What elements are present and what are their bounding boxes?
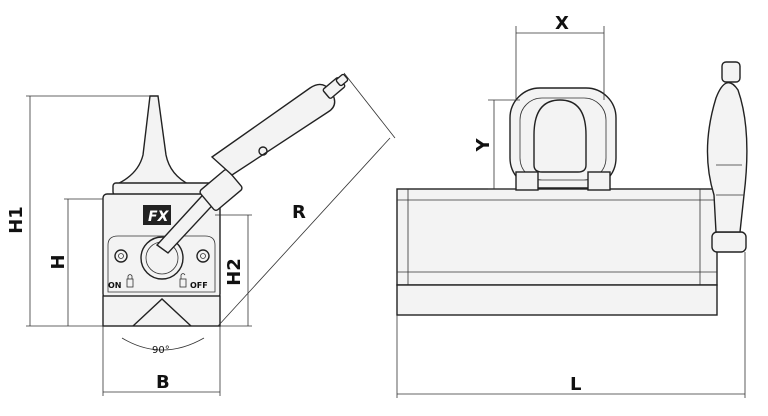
- h-label: H: [48, 254, 69, 269]
- dim-h2: H2: [215, 214, 252, 327]
- h1-label: H1: [6, 206, 27, 234]
- bolt-left-icon: [114, 249, 128, 263]
- front-view: X Y L: [396, 13, 748, 398]
- logo-badge: [143, 205, 171, 225]
- dim-b: B: [102, 326, 221, 396]
- lever-arm: [155, 73, 349, 254]
- ring-foot-right: [587, 171, 611, 191]
- r-label: R: [292, 202, 306, 223]
- dim-h1: H1: [6, 95, 150, 327]
- front-base: [396, 284, 718, 316]
- logo-text: FX: [148, 209, 170, 225]
- lever-collar: [199, 168, 243, 212]
- y-label: Y: [473, 138, 494, 153]
- lever-end-cap: [335, 73, 349, 87]
- dim-r: R: [217, 72, 396, 327]
- lifting-fin: [114, 95, 191, 186]
- lifting-ring-inner: [519, 97, 607, 181]
- ring-foot-left: [515, 171, 539, 191]
- lever-grip: [210, 83, 336, 176]
- on-label: ON: [108, 281, 122, 290]
- front-lever-base: [711, 231, 747, 253]
- grip-screw-icon: [258, 146, 268, 156]
- front-panel: [107, 235, 216, 293]
- l-label: L: [570, 374, 581, 395]
- off-label: OFF: [190, 281, 208, 290]
- dim-h: H: [48, 198, 103, 326]
- front-lever-tip: [721, 61, 741, 83]
- angle-arc: [121, 337, 205, 351]
- dim-l: L: [396, 252, 746, 398]
- b-label: B: [156, 372, 170, 393]
- bolt-left-center: [118, 253, 124, 259]
- angle-label: 90°: [152, 345, 170, 356]
- lock-open-shackle: [180, 273, 186, 279]
- lock-closed-shackle: [127, 274, 133, 279]
- v-groove: [132, 298, 192, 327]
- dim-angle: 90°: [121, 337, 205, 356]
- r-ext-top: [343, 72, 396, 139]
- bolt-right-center: [200, 253, 206, 259]
- front-body: [396, 188, 718, 286]
- lock-open-icon: [179, 278, 187, 288]
- side-base: [102, 295, 221, 327]
- dim-y: Y: [473, 99, 520, 190]
- lock-closed-icon: [126, 278, 134, 288]
- dim-x: X: [515, 13, 605, 100]
- side-view: FX ON OFF H1 H: [6, 72, 396, 396]
- ring-eye: [533, 99, 587, 173]
- collar: [112, 182, 214, 196]
- r-line: [217, 137, 391, 327]
- bolt-right-icon: [196, 249, 210, 263]
- h2-label: H2: [224, 258, 245, 286]
- x-label: X: [555, 13, 569, 34]
